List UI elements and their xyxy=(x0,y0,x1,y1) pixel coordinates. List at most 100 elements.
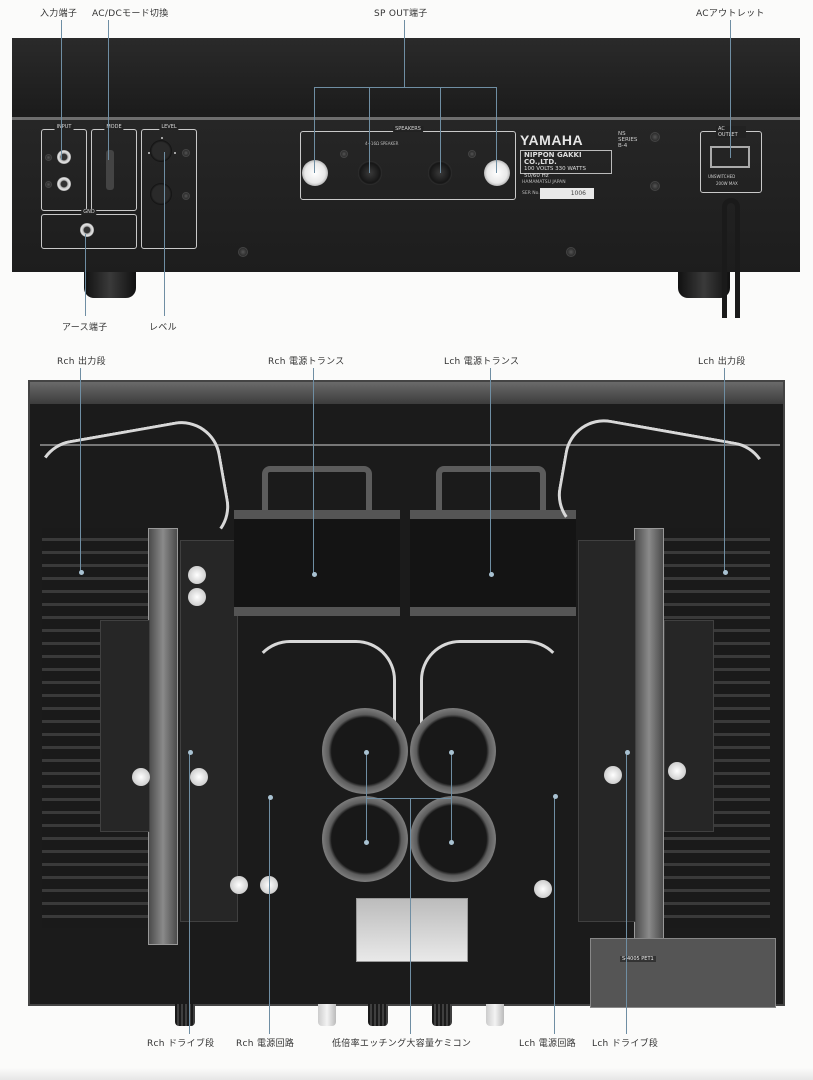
callout-line xyxy=(80,368,81,572)
level-knob-lower[interactable] xyxy=(150,183,172,205)
callout-line xyxy=(314,87,315,173)
mode-switch[interactable] xyxy=(106,150,114,190)
serial-number: 1006 xyxy=(540,188,594,199)
callout-dot xyxy=(625,750,630,755)
ac-outlet-section: AC OUTLET xyxy=(700,126,762,193)
callout-line xyxy=(440,87,441,173)
electrolytic-cap xyxy=(188,588,206,606)
callout-dot xyxy=(364,840,369,845)
callout-line xyxy=(313,368,314,574)
electrolytic-cap xyxy=(534,880,552,898)
rch-bracket xyxy=(148,528,178,945)
filter-capacitor xyxy=(322,796,408,882)
callout-lch-transformer: Lch 電源トランス xyxy=(444,357,520,367)
callout-dot xyxy=(268,795,273,800)
callout-line xyxy=(724,368,725,572)
lch-output-pcb xyxy=(664,620,714,832)
level-knob-upper[interactable] xyxy=(150,140,172,162)
speaker-terminal-r-plus[interactable] xyxy=(302,160,328,186)
callout-dot xyxy=(553,794,558,799)
callout-line xyxy=(404,20,405,87)
callout-rch-drive: Rch ドライブ段 xyxy=(147,1039,215,1049)
callout-dot xyxy=(79,570,84,575)
electrolytic-cap xyxy=(230,876,248,894)
callout-line xyxy=(490,368,491,574)
panel-screw xyxy=(566,247,576,257)
callout-line xyxy=(366,798,451,799)
ac-outlet-box-title: AC OUTLET xyxy=(716,126,746,138)
callout-line xyxy=(451,752,452,842)
rch-transformer xyxy=(234,510,400,616)
callout-rch-transformer: Rch 電源トランス xyxy=(268,357,345,367)
level-section: LEVEL xyxy=(141,124,197,249)
cover-plate xyxy=(590,938,776,1008)
speaker-terminal-l-plus[interactable] xyxy=(484,160,510,186)
callout-lch-drive: Lch ドライブ段 xyxy=(592,1039,659,1049)
power-rating: 100 VOLTS 330 WATTS xyxy=(524,166,586,172)
input-screw xyxy=(45,154,52,161)
maker-name: NIPPON GAKKI CO.,LTD. xyxy=(524,151,582,166)
callout-dot xyxy=(312,572,317,577)
ground-terminal[interactable] xyxy=(80,223,94,237)
front-knob-white xyxy=(318,1004,336,1026)
callout-line xyxy=(496,87,497,173)
speakers-box-title: SPEAKERS xyxy=(393,126,423,132)
speaker-screw xyxy=(340,150,348,158)
front-knob xyxy=(432,1004,452,1026)
callout-line xyxy=(554,796,555,1034)
callout-dot xyxy=(364,750,369,755)
panel-screw xyxy=(238,247,248,257)
lch-transformer xyxy=(410,510,576,616)
callout-dot xyxy=(188,750,193,755)
level-box-title: LEVEL xyxy=(159,124,179,130)
front-knob-white xyxy=(486,1004,504,1026)
level-tick xyxy=(174,152,176,154)
brand-block: YAMAHA NS SERIES B-4 xyxy=(520,130,637,149)
power-cord xyxy=(722,198,740,318)
input-jack-lower xyxy=(57,177,71,191)
filter-capacitor xyxy=(410,796,496,882)
speakers-section: SPEAKERS xyxy=(300,126,516,200)
input-screw xyxy=(45,181,52,188)
input-box-title: INPUT xyxy=(54,124,74,130)
front-knob xyxy=(368,1004,388,1026)
level-tick xyxy=(161,137,163,139)
series-label: NS SERIES B-4 xyxy=(618,131,637,149)
panel-screw xyxy=(650,181,660,191)
rch-output-pcb xyxy=(100,620,150,832)
next-page-text-blurred xyxy=(0,1068,813,1080)
amp-top-cover xyxy=(12,38,800,118)
callout-dot xyxy=(449,840,454,845)
callout-line xyxy=(61,20,62,160)
callout-line xyxy=(164,152,165,316)
callout-capacitors: 低倍率エッチング大容量ケミコン xyxy=(332,1039,472,1049)
ac-outlet-unswitched: UNSWITCHED xyxy=(708,174,736,179)
callout-line xyxy=(410,798,411,1034)
callout-line xyxy=(369,87,370,173)
electrolytic-cap xyxy=(604,766,622,784)
center-heatsink xyxy=(356,898,468,962)
yamaha-logo: YAMAHA xyxy=(520,132,584,148)
input-jack-upper xyxy=(57,150,71,164)
ac-outlet-max: 200W MAX xyxy=(716,181,738,186)
gnd-section: GND xyxy=(41,209,137,249)
callout-line xyxy=(108,20,109,160)
callout-line xyxy=(626,752,627,1034)
callout-acdc-mode: AC/DCモード切換 xyxy=(92,9,169,19)
electrolytic-cap xyxy=(668,762,686,780)
callout-line xyxy=(730,20,731,158)
callout-line xyxy=(314,87,496,88)
speaker-terminal-r-minus[interactable] xyxy=(358,161,382,185)
callout-line xyxy=(269,797,270,1034)
callout-dot xyxy=(449,750,454,755)
series-line1: NS SERIES xyxy=(618,131,638,143)
left-foot xyxy=(84,272,136,298)
series-line2: B-4 xyxy=(618,143,628,149)
input-section: INPUT xyxy=(41,124,87,211)
speakers-impedance: 4~16Ω SPEAKER xyxy=(365,141,399,146)
wire-rail xyxy=(40,444,780,446)
electrolytic-cap xyxy=(188,566,206,584)
callout-line xyxy=(85,234,86,316)
callout-dot xyxy=(723,570,728,575)
gnd-box-title: GND xyxy=(81,209,97,215)
